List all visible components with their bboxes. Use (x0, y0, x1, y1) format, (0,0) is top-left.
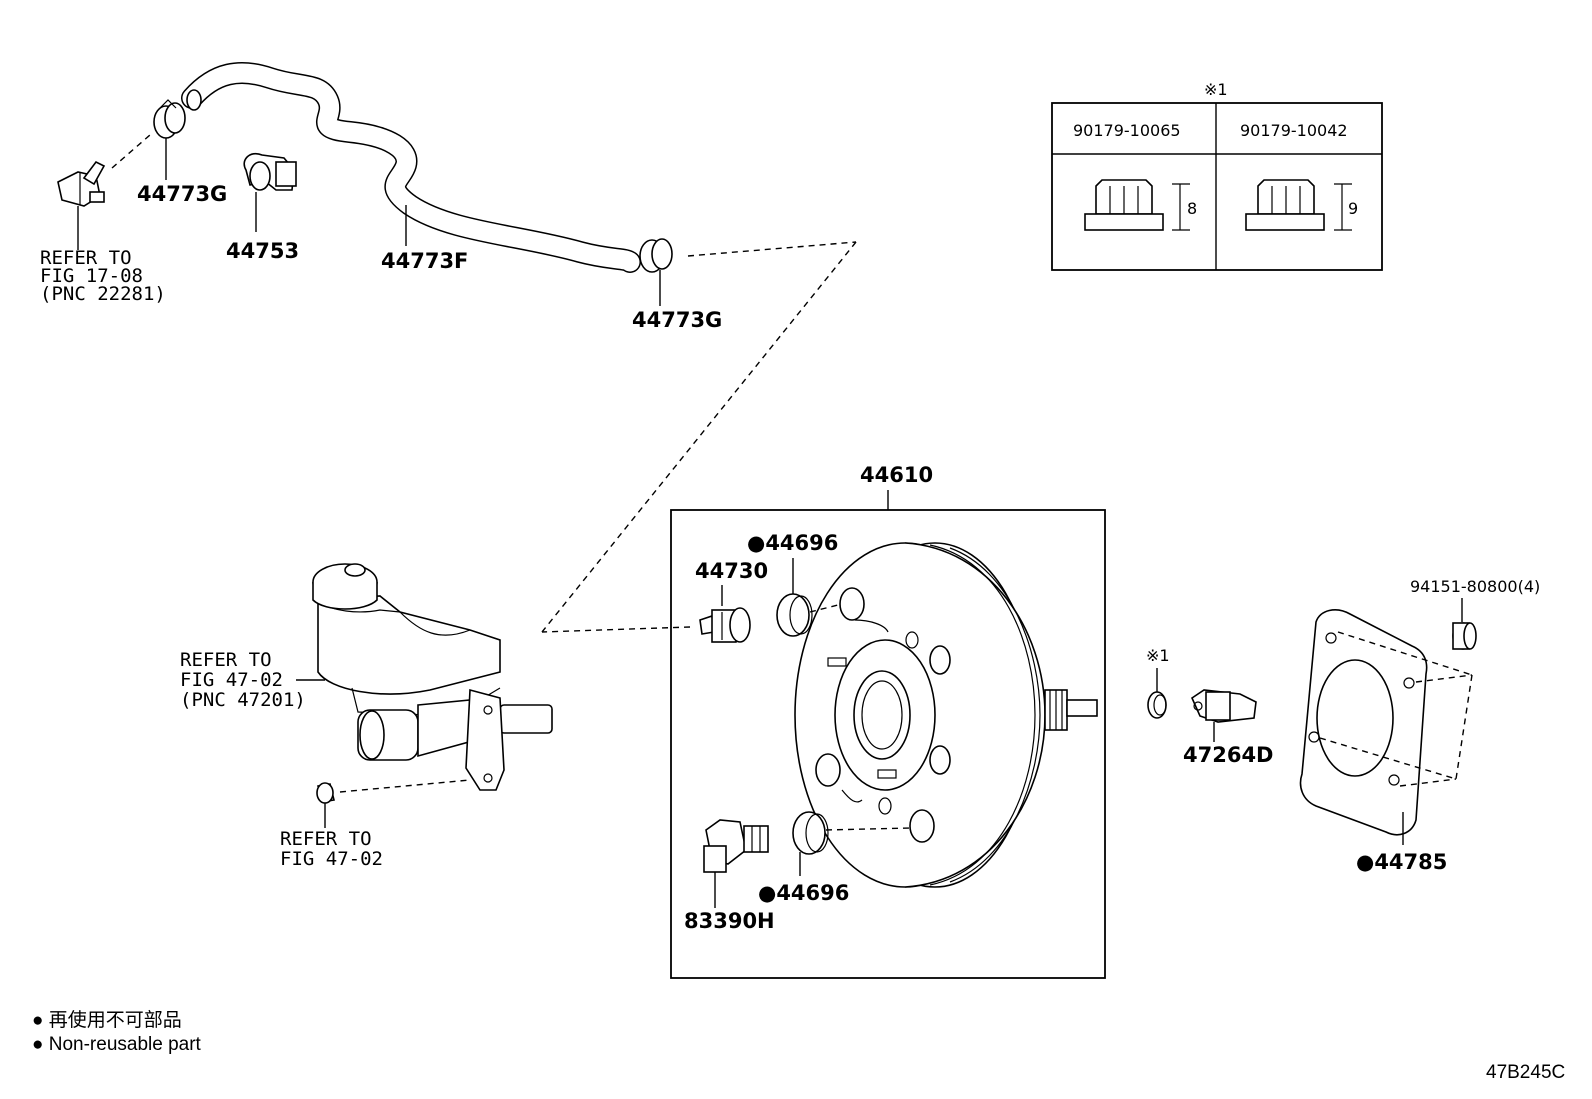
flange-nut-9mm (1245, 179, 1352, 231)
nut-ref1-note: ※1 (1146, 646, 1170, 665)
nut-table: ※1 90179-10065 90179-10042 8 9 (1051, 80, 1383, 271)
label-44696-bottom: ●44696 (758, 881, 849, 905)
refer-cap-line1: REFER TO (280, 828, 372, 850)
nut-col1-dimension: 8 (1187, 199, 1197, 218)
label-44610: 44610 (860, 463, 933, 487)
vacuum-hose-44773f (181, 62, 641, 273)
label-83390h: 83390H (684, 909, 775, 933)
figure-code: 47B245C (1486, 1062, 1565, 1083)
booster-kit-box (670, 509, 1106, 979)
nut-table-note: ※1 (1204, 80, 1228, 99)
nut-col2-part-number: 90179-10042 (1240, 121, 1348, 140)
label-47264d: 47264D (1183, 743, 1274, 767)
refer-fuel-line1: REFER TO (40, 247, 132, 269)
grommet-44696-bottom (792, 811, 829, 855)
label-44730: 44730 (695, 559, 768, 583)
label-44773g-top: 44773G (137, 182, 227, 206)
label-44773g-right: 44773G (632, 308, 722, 332)
clamp-44753 (243, 152, 297, 191)
refer-fuel-line2: FIG 17-08 (40, 265, 143, 287)
reservoir-cap-seal (316, 782, 335, 804)
nut-94151-80800 (1452, 622, 1477, 650)
label-44696-top: ●44696 (747, 531, 838, 555)
master-cylinder (312, 563, 553, 791)
label-44773f: 44773F (381, 249, 468, 273)
label-44753: 44753 (226, 239, 299, 263)
label-94151-80800: 94151-80800(4) (1410, 577, 1540, 596)
fuel-fitting (57, 160, 106, 207)
refer-fuel-line3: (PNC 22281) (40, 283, 166, 305)
legend-english: ● Non-reusable part (32, 1034, 202, 1055)
vacuum-sensor-83390h (703, 819, 769, 873)
clevis-47264d (1190, 689, 1257, 723)
hose-clamp-44773g-right (639, 238, 673, 273)
refer-mc-line2: FIG 47-02 (180, 669, 283, 691)
label-44785: ●44785 (1356, 850, 1447, 874)
refer-cap-line2: FIG 47-02 (280, 848, 383, 870)
hose-clamp-44773g-top (153, 99, 186, 139)
nut-col2-dimension: 9 (1348, 199, 1358, 218)
refer-mc-line1: REFER TO (180, 649, 272, 671)
grommet-44696-top (776, 593, 813, 637)
nut-ref1 (1147, 691, 1167, 719)
check-valve-44730 (699, 607, 751, 643)
refer-mc-line3: (PNC 47201) (180, 689, 306, 711)
legend-japanese: ● 再使用不可部品 (32, 1009, 182, 1031)
gasket-44785 (1299, 609, 1428, 836)
nut-col1-part-number: 90179-10065 (1073, 121, 1181, 140)
brake-booster-44610 (794, 542, 1098, 888)
flange-nut-8mm (1084, 179, 1190, 231)
